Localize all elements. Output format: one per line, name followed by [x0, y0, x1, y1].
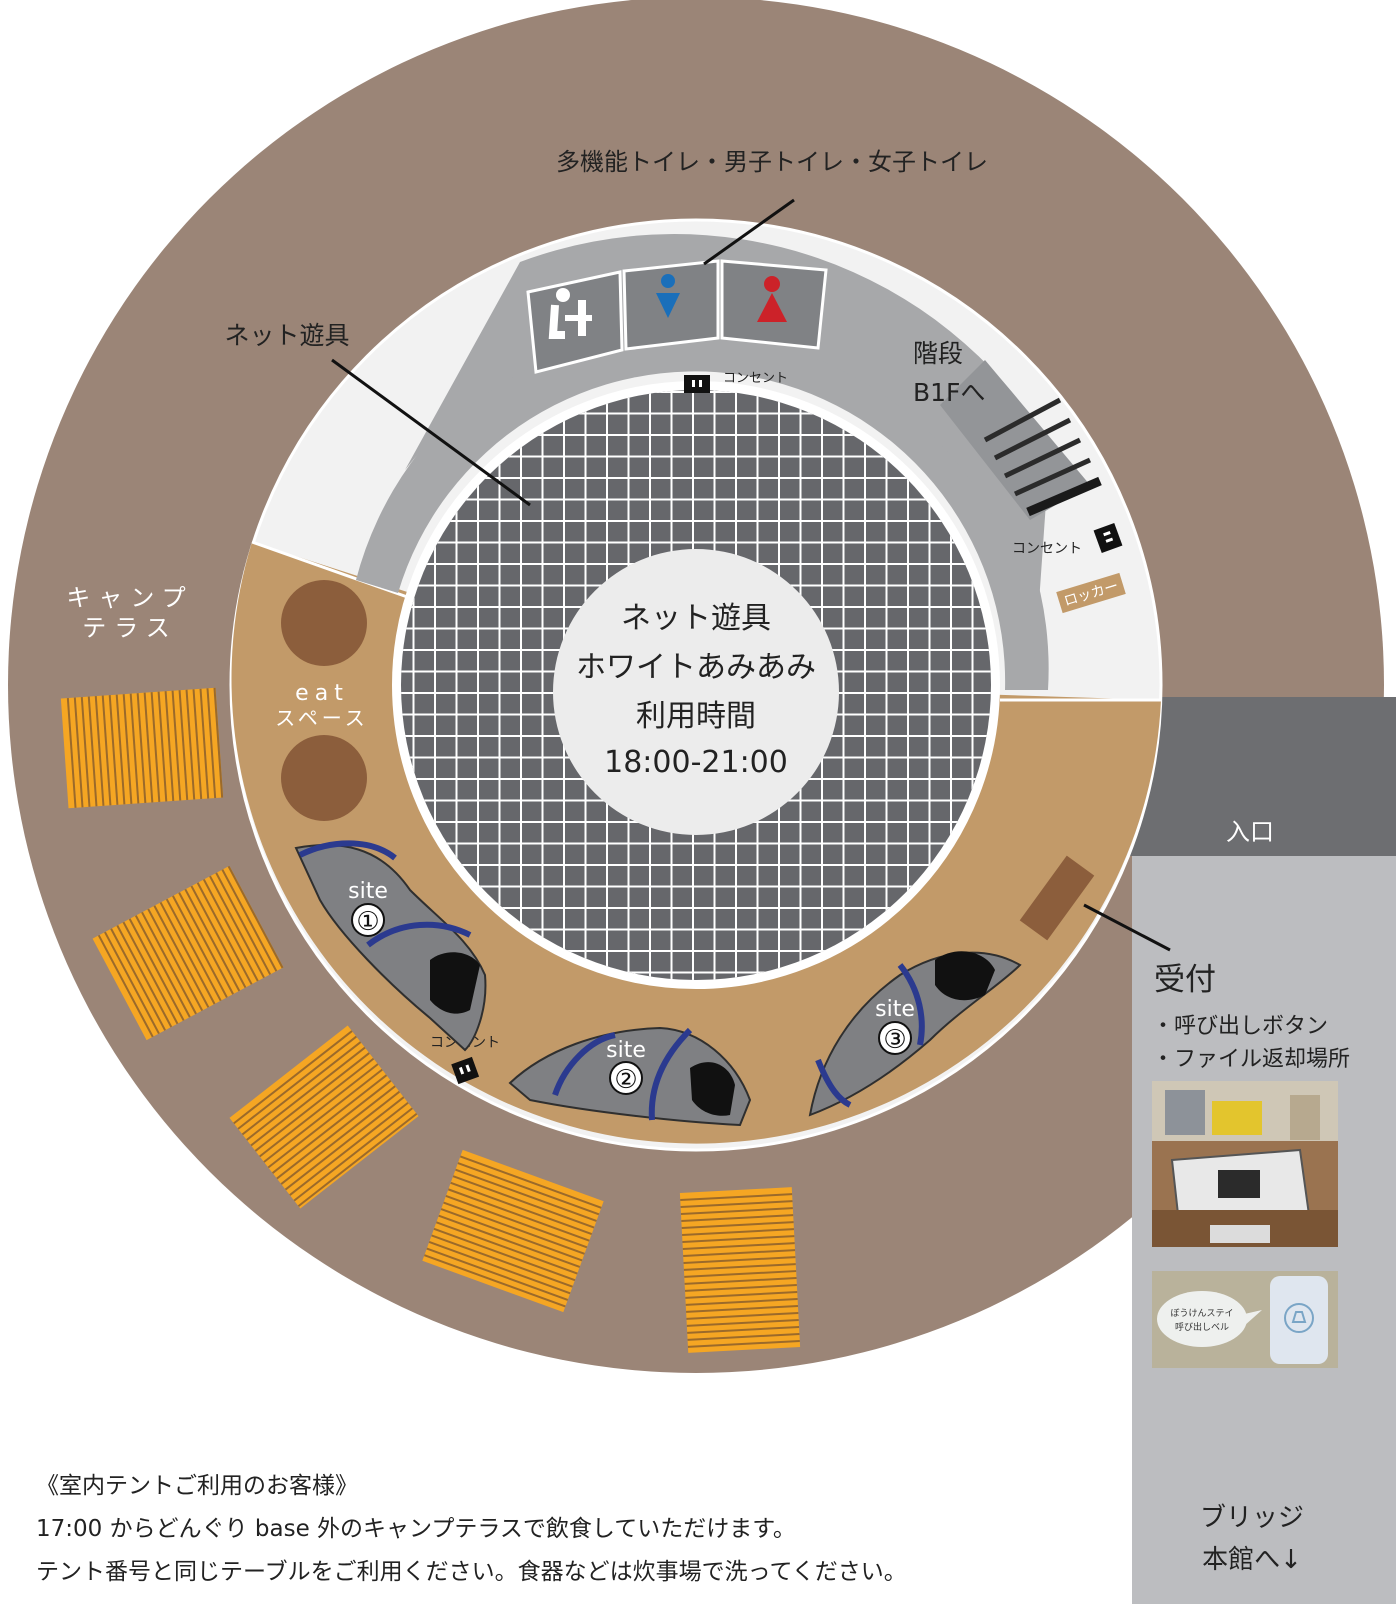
terrace-table-5	[679, 1187, 801, 1353]
site-1-number: ①	[356, 907, 379, 937]
outlet-right-label: コンセント	[1012, 541, 1082, 557]
net-leader-line	[331, 358, 531, 507]
toilets-label: 多機能トイレ・男子トイレ・女子トイレ	[556, 148, 988, 176]
toilet-leader-line	[703, 198, 795, 266]
bell-bubble-line2: 呼び出しベル	[1175, 1321, 1229, 1333]
female-toilet-icon	[757, 276, 787, 322]
stairs-label-b1f: B1Fへ	[913, 378, 985, 407]
camp-terrace-label-2: テラス	[82, 614, 178, 642]
outlet-bottom-icon	[451, 1056, 480, 1085]
eat-space-label-2: スペース	[275, 706, 369, 730]
tent-site-3: site ③	[808, 951, 1022, 1117]
reception-label: 受付	[1154, 962, 1216, 998]
accessible-toilet-icon	[548, 288, 592, 339]
stairs-label: 階段	[913, 339, 963, 368]
bridge-label-line2: 本館へ↓	[1202, 1545, 1302, 1575]
svg-text:site: site	[875, 997, 915, 1022]
tent-site-2: site ②	[508, 1026, 752, 1127]
stairs	[940, 360, 1102, 520]
bridge-label-line1: ブリッジ	[1199, 1503, 1304, 1533]
bell-bubble-line1: ぼうけんステイ	[1170, 1308, 1233, 1319]
entrance-area	[1130, 697, 1396, 856]
camp-terrace-tables	[60, 687, 801, 1353]
notes-line-2: テント番号と同じテーブルをご利用ください。食器などは炊事場で洗ってください。	[36, 1559, 907, 1585]
net-play-label: ネット遊具	[224, 321, 349, 350]
site-3-number: ③	[883, 1025, 906, 1055]
site-2-number: ②	[614, 1065, 637, 1095]
center-hours: 18:00-21:00	[604, 745, 788, 780]
notes-title: 《室内テントご利用のお客様》	[36, 1473, 358, 1499]
walkway-ring	[356, 316, 1049, 690]
eat-space-label: eat	[295, 681, 349, 706]
terrace-table-1	[60, 687, 224, 809]
tent-site-1: site ①	[294, 840, 487, 1052]
svg-text:site: site	[348, 879, 388, 904]
svg-text:site: site	[606, 1038, 646, 1063]
reception-desk	[1019, 855, 1095, 941]
reception-leader-line	[1083, 903, 1171, 952]
outlet-right-icon	[1093, 522, 1123, 554]
eat-table-1	[281, 580, 367, 666]
terrace-table-4	[422, 1149, 604, 1313]
center-info-circle	[553, 549, 839, 835]
center-title: ネット遊具	[621, 601, 771, 636]
center-subtitle: ホワイトあみあみ	[576, 650, 816, 685]
bridge-label: ブリッジ 本館へ↓	[1132, 1497, 1372, 1581]
notes-line-1: 17:00 からどんぐり base 外のキャンプテラスで飲食していただけます。	[36, 1516, 796, 1542]
eat-table-2	[281, 735, 367, 821]
male-toilet-icon	[656, 274, 680, 318]
call-bell-photo: ぼうけんステイ 呼び出しベル	[1152, 1271, 1338, 1368]
center-hours-label: 利用時間	[636, 699, 756, 734]
reception-item-call-button: ・呼び出しボタン	[1152, 1014, 1328, 1039]
terrace-table-2	[92, 865, 284, 1041]
reception-photo	[1152, 1081, 1338, 1247]
entrance-label: 入口	[1226, 818, 1274, 846]
outlet-top-icon	[684, 375, 710, 393]
reception-item-file-return: ・ファイル返却場所	[1152, 1047, 1350, 1072]
terrace-table-3	[229, 1025, 419, 1209]
toilet-block	[526, 259, 828, 374]
outlet-top-label: コンセント	[723, 371, 788, 386]
camp-terrace-label: キャンプ	[66, 584, 193, 612]
notes-section: 《室内テントご利用のお客様》 17:00 からどんぐり base 外のキャンプテ…	[36, 1465, 907, 1594]
